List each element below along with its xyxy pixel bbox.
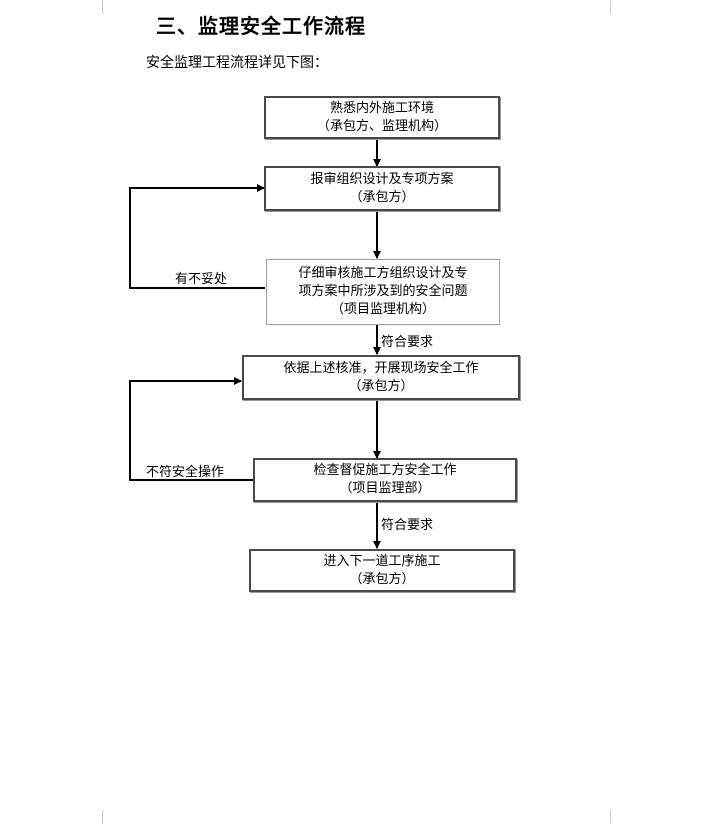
step-text: 进入下一道工序施工	[323, 553, 441, 569]
step-party: （承包方）	[348, 378, 414, 394]
step-familiarize: 熟悉内外施工环境 （承包方、监理机构）	[264, 96, 500, 139]
step-next-process: 进入下一道工序施工 （承包方）	[249, 549, 515, 592]
step-review-design: 仔细审核施工方组织设计及专 项方案中所涉及到的安全问题 （项目监理机构）	[266, 259, 500, 325]
step-party: （项目监理机构）	[330, 302, 435, 317]
label-improper: 有不妥处	[175, 272, 228, 287]
loop-arrow	[129, 184, 265, 289]
label-meets-requirements: 符合要求	[381, 518, 434, 533]
step-text: 依据上述核准，开展现场安全工作	[283, 360, 479, 376]
step-party: （项目监理部）	[339, 481, 431, 496]
section-heading: 三、监理安全工作流程	[156, 14, 366, 38]
loop-arrow	[129, 377, 253, 481]
step-party: （承包方、监理机构）	[316, 118, 447, 134]
page-corner-mark	[610, 0, 625, 14]
page-corner-mark	[610, 810, 625, 824]
intro-text: 安全监理工程流程详见下图：	[146, 55, 328, 71]
step-text: 检查督促施工方安全工作	[313, 463, 457, 478]
label-meets-requirements: 符合要求	[381, 335, 434, 350]
step-text: 报审组织设计及专项方案	[310, 171, 454, 187]
page-corner-mark	[88, 0, 103, 14]
step-party: （承包方）	[349, 189, 415, 205]
step-inspect-supervise: 检查督促施工方安全工作 （项目监理部）	[253, 458, 517, 502]
page-corner-mark	[88, 810, 103, 824]
step-text: 熟悉内外施工环境	[329, 100, 434, 116]
step-party: （承包方）	[349, 571, 415, 587]
step-text: 仔细审核施工方组织设计及专	[298, 266, 468, 281]
label-unsafe-operation: 不符安全操作	[146, 465, 225, 480]
step-submit-design: 报审组织设计及专项方案 （承包方）	[264, 166, 500, 211]
step-site-safety-work: 依据上述核准，开展现场安全工作 （承包方）	[242, 355, 520, 400]
step-text: 项方案中所涉及到的安全问题	[298, 284, 468, 299]
